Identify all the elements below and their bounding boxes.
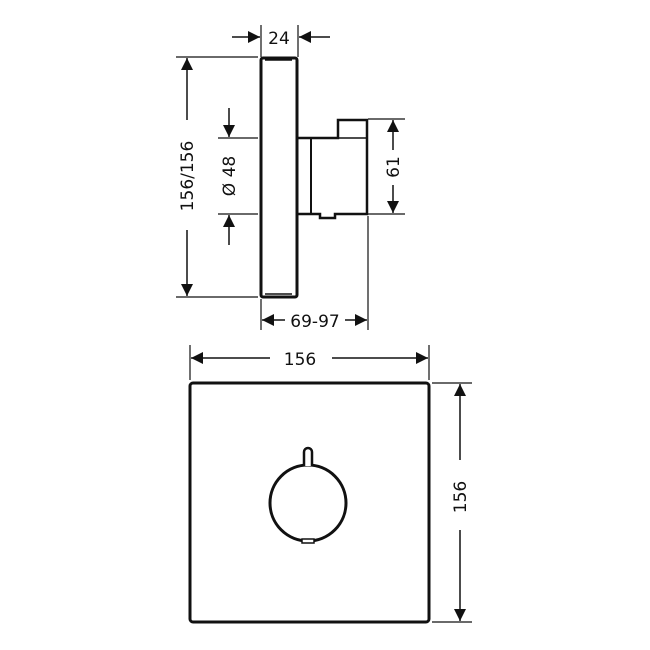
cover-plate-side <box>259 56 299 299</box>
height-dimension-label: 156/156 <box>178 141 198 212</box>
front-view <box>188 345 472 624</box>
thermostat-body <box>297 118 369 220</box>
diameter-dimension-label: Ø 48 <box>220 156 240 196</box>
depth-dimension-label: 24 <box>268 29 290 49</box>
cover-plate-front <box>188 381 431 624</box>
front-height-dimension-label: 156 <box>451 481 471 513</box>
projection-dimension-label: 69-97 <box>290 312 339 332</box>
front-width-dimension-label: 156 <box>284 350 316 370</box>
body-height-dimension-label: 61 <box>384 156 404 178</box>
knob-indicator <box>302 446 314 466</box>
side-view <box>176 25 405 330</box>
thermostat-knob <box>268 463 348 543</box>
